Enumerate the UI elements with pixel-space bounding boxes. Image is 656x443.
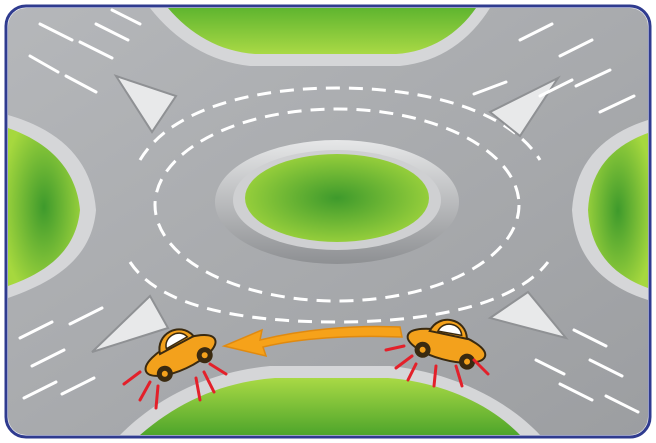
roundabout-island (245, 154, 429, 242)
